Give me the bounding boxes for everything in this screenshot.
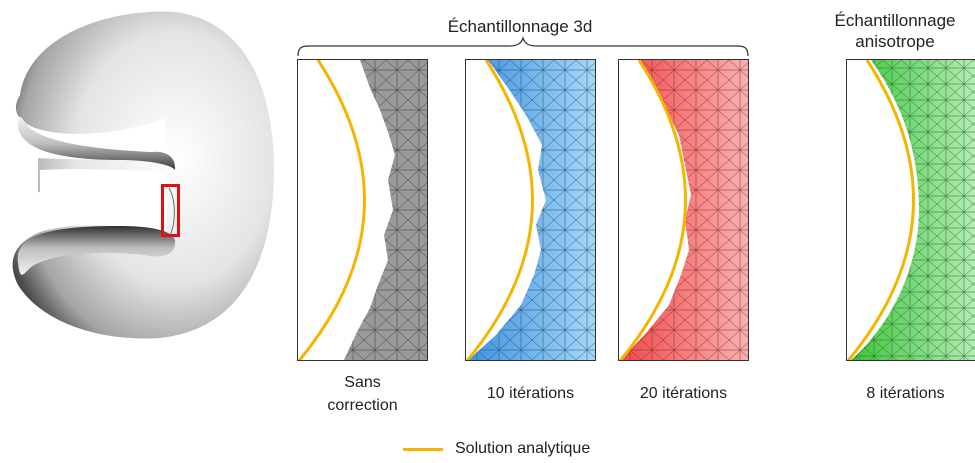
panel-label-20-iterations: 20 itérations — [639, 385, 728, 402]
right-title-line1: Échantillonnage — [834, 11, 956, 30]
panel-label-sans-line1: Sans — [344, 374, 381, 391]
panel-sans-correction — [297, 59, 428, 361]
panel-label-10-iterations: 10 itérations — [486, 385, 575, 402]
shape-render — [0, 0, 280, 350]
panel-label-8-iterations: 8 itérations — [866, 385, 945, 402]
panel-8-iterations — [846, 59, 975, 361]
panel-10-iterations — [465, 59, 596, 361]
legend-label: Solution analytique — [455, 440, 591, 457]
group-bracket — [297, 36, 749, 57]
zoom-highlight-box — [161, 184, 180, 237]
right-title-line2: anisotrope — [855, 32, 935, 51]
legend-swatch — [403, 448, 443, 451]
panel-20-iterations — [618, 59, 749, 361]
group-title: Échantillonnage 3d — [447, 17, 593, 36]
panel-label-sans-line2: correction — [327, 397, 398, 414]
